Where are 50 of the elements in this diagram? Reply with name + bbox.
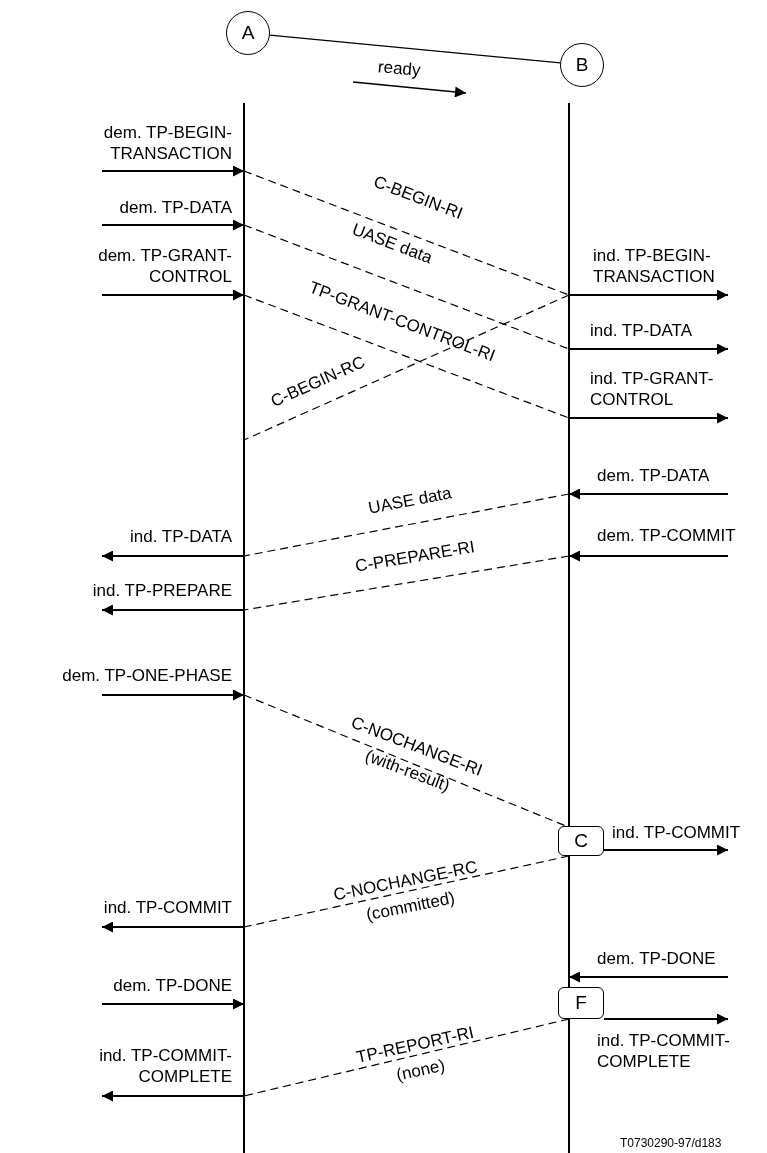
- dashed-line: [243, 694, 567, 827]
- edge-label: UASE data: [348, 219, 436, 270]
- edge-label: ind. TP-DATA: [128, 526, 232, 547]
- edge-label: dem. TP-GRANT-CONTROL: [97, 245, 232, 287]
- arrow: [101, 689, 245, 701]
- state-box: F: [558, 987, 604, 1019]
- dashed-line: [243, 855, 570, 928]
- edge-label: dem. TP-DONE: [597, 948, 717, 969]
- lifeline: [243, 103, 245, 1153]
- state-box: C: [558, 826, 604, 856]
- edge-label: ind. TP-COMMIT-COMPLETE: [597, 1030, 731, 1072]
- arrow: [101, 1090, 245, 1102]
- arrow: [101, 921, 245, 933]
- arrow: [101, 219, 245, 231]
- arrow: [568, 289, 729, 301]
- dashed-line: [243, 224, 570, 350]
- connector-line: [269, 34, 561, 64]
- edge-label: ind. TP-COMMIT: [612, 822, 742, 843]
- arrow: [568, 550, 729, 562]
- arrow: [101, 165, 245, 177]
- edge-label: dem. TP-DATA: [118, 197, 232, 218]
- arrow: [101, 289, 245, 301]
- figure-id: T0730290-97/d183: [620, 1135, 722, 1152]
- edge-label: dem. TP-DONE: [112, 975, 232, 996]
- edge-label: ind. TP-DATA: [590, 320, 694, 341]
- dashed-line: [243, 555, 570, 611]
- arrow: [568, 488, 729, 500]
- edge-label: dem. TP-DATA: [597, 465, 711, 486]
- arrow: [568, 971, 729, 983]
- dashed-line: [243, 170, 570, 296]
- edge-label: ind. TP-BEGIN-TRANSACTION: [593, 245, 716, 287]
- edge-label: dem. TP-BEGIN-TRANSACTION: [102, 122, 232, 164]
- edge-label: dem. TP-COMMIT: [597, 525, 737, 546]
- edge-label: ind. TP-COMMIT-COMPLETE: [98, 1045, 232, 1087]
- edge-label: ind. TP-PREPARE: [91, 580, 232, 601]
- arrow: [568, 412, 729, 424]
- edge-label: dem. TP-ONE-PHASE: [61, 665, 232, 686]
- arrow: [568, 343, 729, 355]
- direction-label: ready: [376, 56, 422, 82]
- dashed-line: [243, 493, 570, 557]
- edge-label: UASE data: [365, 482, 454, 520]
- arrow: [101, 998, 245, 1010]
- arrow: [101, 604, 245, 616]
- lifeline: [568, 103, 570, 1153]
- edge-label: ind. TP-COMMIT: [102, 897, 232, 918]
- arrow: [603, 1013, 729, 1025]
- arrow: [101, 550, 245, 562]
- edge-label: ind. TP-GRANT-CONTROL: [590, 368, 715, 410]
- dashed-line: [243, 1018, 570, 1097]
- arrow: [603, 844, 729, 856]
